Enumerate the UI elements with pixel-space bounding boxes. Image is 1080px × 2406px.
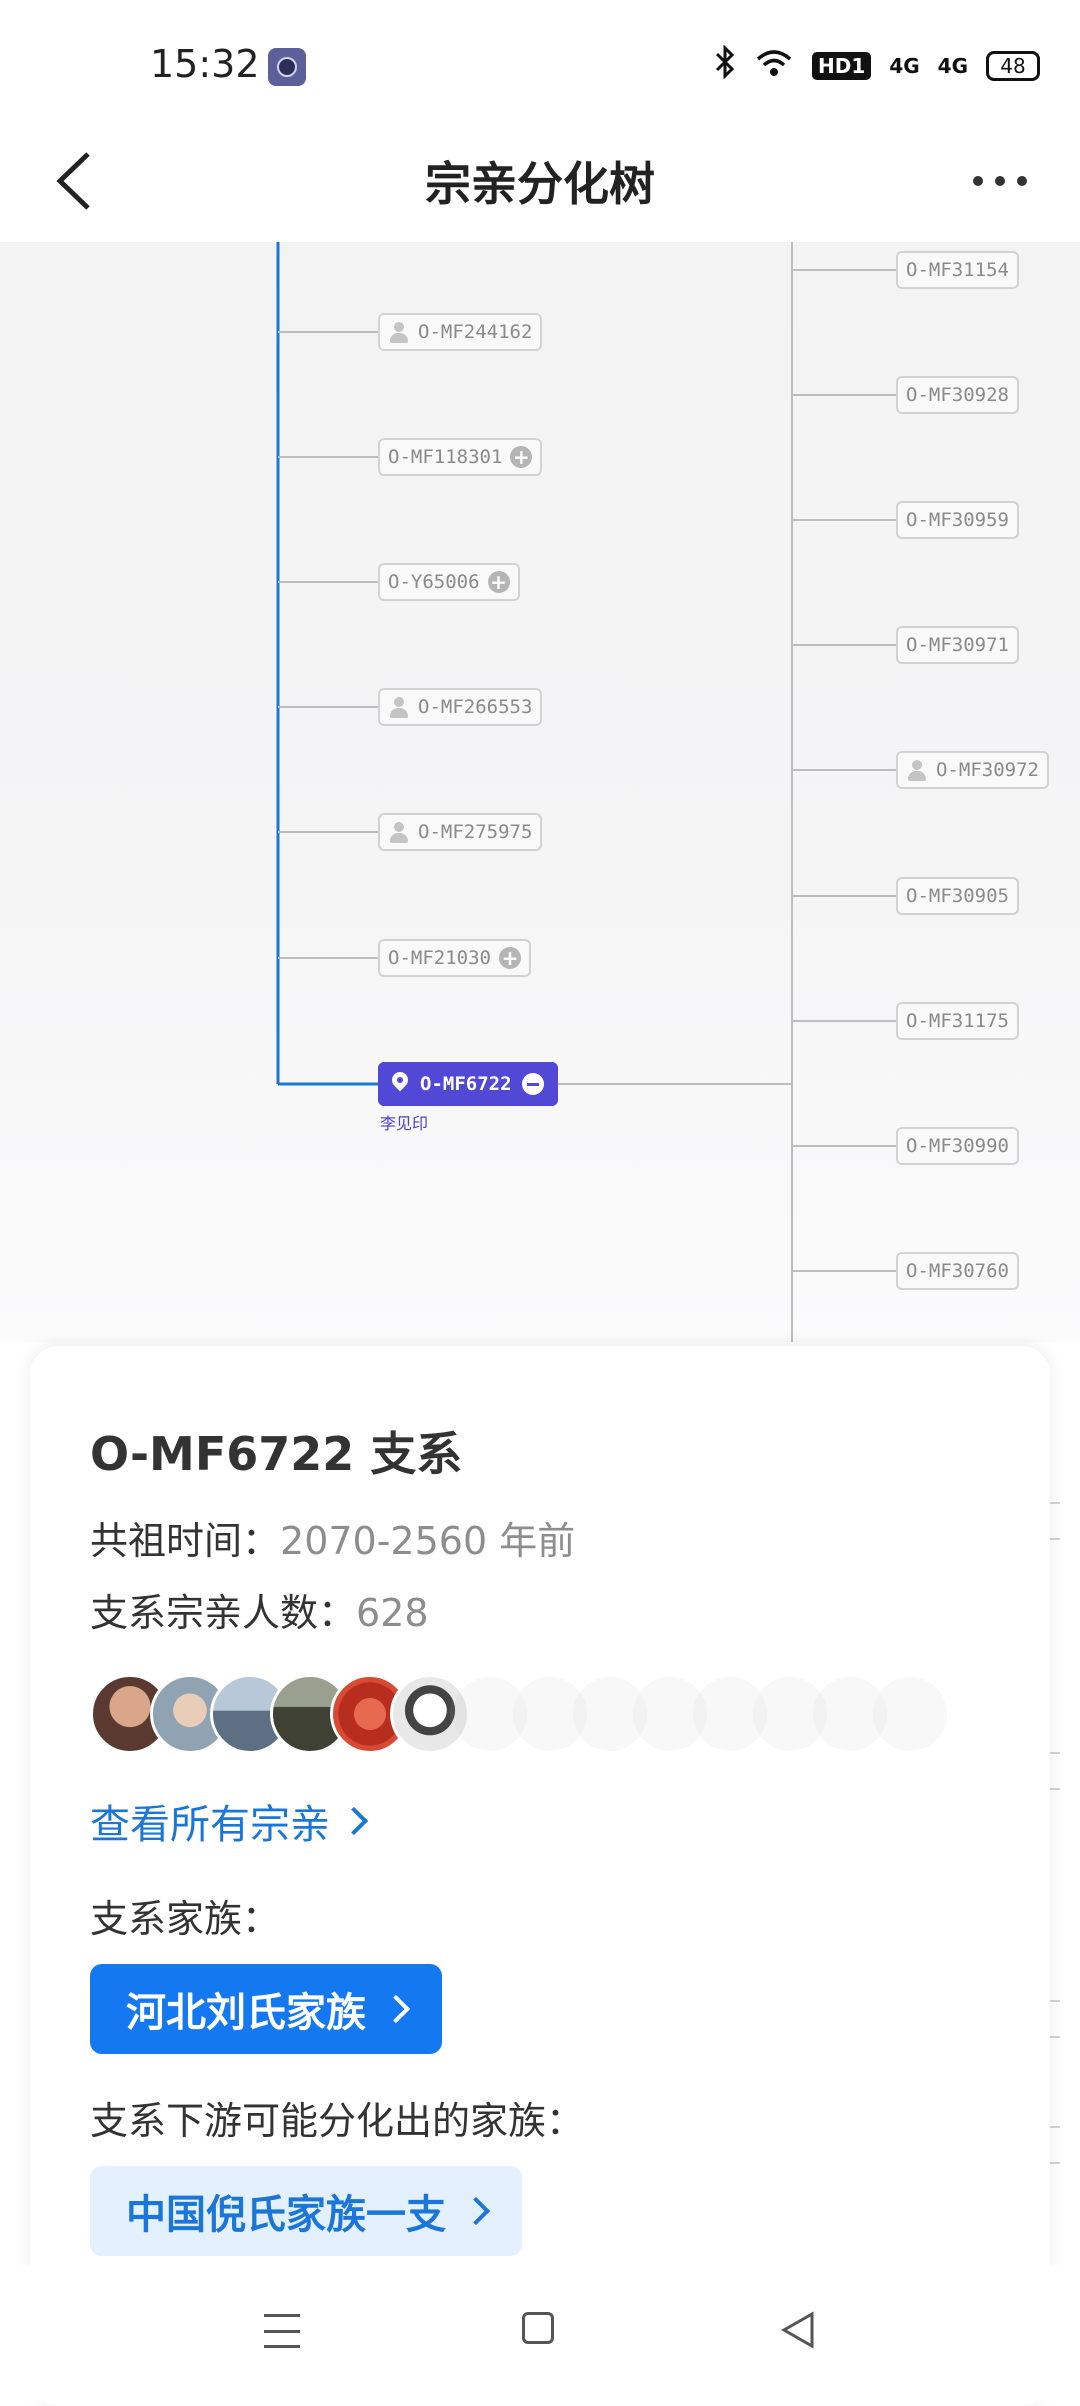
- network-4g-1: 4G: [889, 54, 920, 78]
- collapse-minus-icon[interactable]: [521, 1073, 544, 1095]
- tree-node[interactable]: O-Y65006 +: [378, 563, 520, 601]
- chevron-right-icon: [461, 2196, 491, 2226]
- tree-node[interactable]: O-MF30760: [896, 1252, 1019, 1290]
- menu-icon[interactable]: [264, 2314, 300, 2348]
- page-title: 宗亲分化树: [425, 157, 655, 211]
- camera-app-icon: [268, 48, 306, 86]
- battery-icon: 48: [986, 51, 1040, 81]
- expand-plus-icon[interactable]: +: [487, 571, 510, 593]
- node-label: O-Y65006: [388, 571, 480, 593]
- selected-node-label: O-MF6722: [420, 1073, 512, 1095]
- node-label: O-MF31154: [906, 259, 1009, 281]
- expand-plus-icon[interactable]: +: [498, 947, 521, 969]
- back-triangle-icon[interactable]: [780, 2310, 816, 2350]
- hd-badge: HD1: [812, 52, 872, 80]
- top-nav: 宗亲分化树: [0, 120, 1080, 242]
- tree-node[interactable]: O-MF30905: [896, 877, 1019, 915]
- tree-node[interactable]: O-MF30971: [896, 626, 1019, 664]
- node-label: O-MF30760: [906, 1260, 1009, 1282]
- selected-node-caption: 李见印: [380, 1114, 429, 1133]
- expand-plus-icon[interactable]: +: [510, 446, 533, 468]
- lineage-tree[interactable]: O-MF244162 O-MF118301 + O-Y65006 + O-MF2…: [0, 242, 1080, 1342]
- status-bar: 15:32 HD1 4G 4G 48: [0, 0, 1080, 120]
- avatar-placeholder: [870, 1674, 950, 1754]
- tree-node[interactable]: O-MF266553: [378, 688, 543, 726]
- tree-node[interactable]: O-MF118301 +: [378, 438, 543, 476]
- tree-lines: [276, 242, 896, 1342]
- home-square-icon[interactable]: [522, 2312, 554, 2344]
- status-time: 15:32: [150, 42, 260, 86]
- person-icon: [388, 321, 410, 343]
- tree-node[interactable]: O-MF30990: [896, 1127, 1019, 1165]
- tree-node[interactable]: O-MF31154: [896, 251, 1019, 289]
- avatar[interactable]: [270, 1674, 350, 1754]
- tree-node[interactable]: O-MF21030 +: [378, 939, 531, 977]
- node-label: O-MF31175: [906, 1010, 1009, 1032]
- system-nav-bar: [0, 2266, 1080, 2400]
- node-label: O-MF118301: [388, 446, 503, 468]
- ancestor-time-label: 共祖时间：: [90, 1519, 281, 1563]
- node-label: O-MF266553: [418, 696, 533, 718]
- branch-title: O-MF6722 支系: [90, 1427, 463, 1481]
- node-label: O-MF30972: [936, 759, 1039, 781]
- downstream-family-button[interactable]: 中国倪氏家族一支: [90, 2166, 522, 2256]
- more-dots-icon[interactable]: [950, 146, 1050, 216]
- member-avatars[interactable]: [90, 1674, 990, 1754]
- node-label: O-MF30959: [906, 509, 1009, 531]
- node-label: O-MF30928: [906, 384, 1009, 406]
- member-count-label: 支系宗亲人数：: [90, 1591, 357, 1635]
- family-button-label: 河北刘氏家族: [126, 1990, 366, 2036]
- tree-node[interactable]: O-MF31175: [896, 1002, 1019, 1040]
- tree-node[interactable]: O-MF244162: [378, 313, 543, 351]
- node-label: O-MF30990: [906, 1135, 1009, 1157]
- selected-tree-node[interactable]: O-MF6722: [378, 1062, 558, 1106]
- node-label: O-MF30971: [906, 634, 1009, 656]
- ancestor-time-value: 2070-2560 年前: [280, 1519, 576, 1563]
- member-count-value: 628: [356, 1591, 429, 1635]
- wifi-icon: [754, 47, 794, 86]
- view-all-members-link[interactable]: 查看所有宗亲: [90, 1792, 369, 1850]
- tree-node[interactable]: O-MF30959: [896, 501, 1019, 539]
- family-button[interactable]: 河北刘氏家族: [90, 1964, 442, 2054]
- branch-info-card: O-MF6722 支系 共祖时间：2070-2560 年前 支系宗亲人数：628…: [30, 1346, 1050, 2406]
- person-icon: [388, 821, 410, 843]
- tree-node[interactable]: O-MF30972: [896, 751, 1049, 789]
- ancestor-time-row: 共祖时间：2070-2560 年前: [90, 1510, 575, 1565]
- chevron-right-icon: [381, 1994, 411, 2024]
- node-label: O-MF275975: [418, 821, 533, 843]
- back-chevron-icon[interactable]: [50, 146, 110, 216]
- chevron-right-icon: [339, 1806, 369, 1836]
- member-count-row: 支系宗亲人数：628: [90, 1582, 429, 1637]
- person-icon: [906, 759, 928, 781]
- node-label: O-MF30905: [906, 885, 1009, 907]
- view-all-label: 查看所有宗亲: [90, 1802, 330, 1848]
- tree-node[interactable]: O-MF275975: [378, 813, 543, 851]
- tree-node[interactable]: O-MF30928: [896, 376, 1019, 414]
- downstream-button-label: 中国倪氏家族一支: [126, 2192, 446, 2238]
- node-label: O-MF244162: [418, 321, 533, 343]
- location-pin-icon: [392, 1072, 410, 1096]
- status-icons: HD1 4G 4G 48: [714, 44, 1040, 88]
- node-label: O-MF21030: [388, 947, 491, 969]
- downstream-section-label: 支系下游可能分化出的家族：: [90, 2099, 585, 2143]
- network-4g-2: 4G: [937, 54, 968, 78]
- family-section-label: 支系家族：: [90, 1897, 281, 1941]
- bluetooth-icon: [714, 44, 736, 87]
- person-icon: [388, 696, 410, 718]
